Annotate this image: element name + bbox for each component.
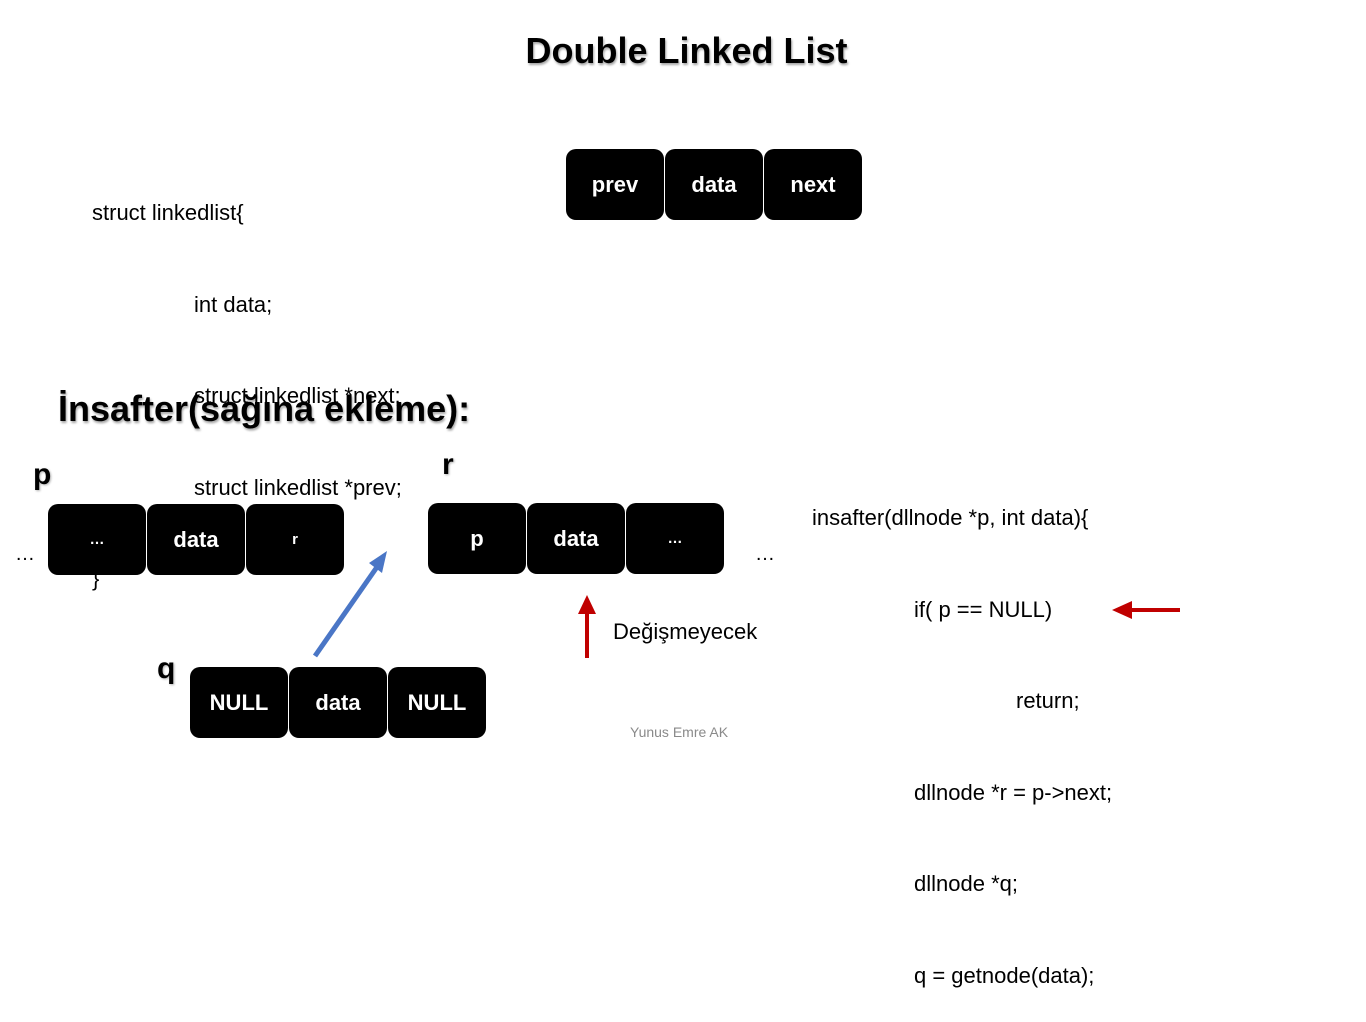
- code-line: struct linkedlist{: [92, 200, 244, 225]
- code-line: }: [92, 566, 100, 591]
- node-p-prev-cell: …: [48, 504, 146, 575]
- red-left-arrow-icon: [1112, 601, 1180, 619]
- node-q-next-cell: NULL: [388, 667, 486, 738]
- code-line: dllnode *q;: [914, 871, 1018, 896]
- node-r-data-cell: data: [527, 503, 625, 574]
- code-line: dllnode *r = p->next;: [914, 779, 1113, 805]
- node-r-prev-cell: p: [428, 503, 526, 574]
- node-p: … data r: [48, 504, 344, 575]
- struct-code-block: struct linkedlist{ int data; struct link…: [92, 137, 402, 625]
- section-heading: İnsafter(sağına ekleme):: [58, 388, 471, 429]
- node-cell-next: next: [764, 149, 862, 220]
- slide-title: Double Linked List: [525, 30, 848, 71]
- author-footer: Yunus Emre AK: [630, 724, 729, 740]
- code-line: q = getnode(data);: [914, 962, 1095, 988]
- label-q: q: [157, 652, 176, 685]
- node-p-next-cell: r: [246, 504, 344, 575]
- unchanged-note: Değişmeyecek: [613, 619, 758, 644]
- code-line: int data;: [194, 291, 273, 317]
- node-template: prev data next: [566, 149, 862, 220]
- red-up-arrow-icon: [578, 595, 596, 658]
- code-line: struct linkedlist *prev;: [194, 474, 402, 500]
- node-cell-data: data: [665, 149, 763, 220]
- code-line: struct linkedlist *next;: [194, 383, 401, 408]
- node-r: p data …: [428, 503, 724, 574]
- node-q-prev-cell: NULL: [190, 667, 288, 738]
- arrows-layer: [312, 551, 1180, 658]
- blue-arrow-icon: [312, 551, 387, 658]
- code-line: return;: [1016, 688, 1080, 713]
- code-line: insafter(dllnode *p, int data){: [812, 505, 1089, 530]
- node-q: NULL data NULL: [190, 667, 486, 738]
- label-p: p: [33, 458, 52, 491]
- code-line: if( p == NULL): [914, 596, 1053, 622]
- ellipsis-left: …: [15, 543, 35, 565]
- node-p-data-cell: data: [147, 504, 245, 575]
- node-q-data-cell: data: [289, 667, 387, 738]
- ellipsis-right: …: [755, 543, 775, 565]
- node-r-next-cell: …: [626, 503, 724, 574]
- node-cell-prev: prev: [566, 149, 664, 220]
- label-r: r: [442, 448, 454, 481]
